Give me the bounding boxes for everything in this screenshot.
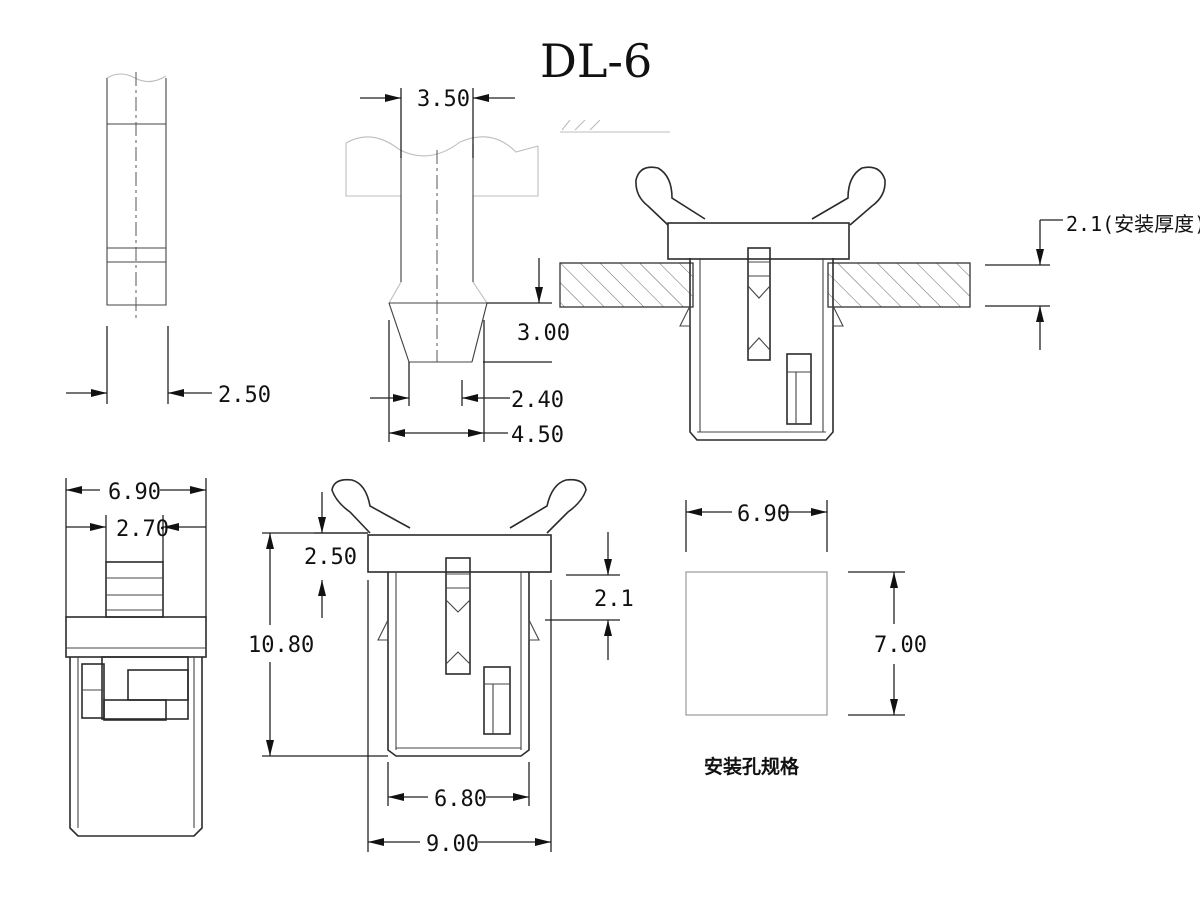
pin-head-width-label: 3.50 (417, 87, 470, 112)
side-width-label: 2.50 (218, 383, 271, 408)
pin-tip-width-label: 2.40 (511, 388, 564, 413)
panel-right (827, 262, 971, 308)
mounting-hole-outline (685, 571, 828, 716)
end-view (65, 561, 207, 837)
panel-left (559, 262, 694, 308)
front-side-gap-label: 2.1 (594, 587, 634, 612)
dim-side-width: 2.50 (66, 326, 271, 408)
dim-front-flange-height: 2.50 (304, 492, 368, 618)
front-height-label: 10.80 (248, 633, 314, 658)
end-inner-width-label: 2.70 (116, 517, 169, 542)
dim-pin-tip-length: 3.00 (483, 258, 570, 363)
dim-pin-head-width: 3.50 (360, 87, 515, 158)
front-view (331, 478, 587, 757)
mounted-view (559, 119, 971, 441)
hole-spec-caption: 安装孔规格 (704, 755, 800, 778)
hole-height-label: 7.00 (874, 633, 927, 658)
dim-front-bottom-width: 6.80 (387, 762, 530, 812)
front-flange-height-label: 2.50 (304, 545, 357, 570)
dim-pin-tip-width: 2.40 (370, 362, 564, 413)
dim-front-total-width: 9.00 (367, 580, 552, 857)
drawing-title: DL-6 (540, 34, 652, 88)
dim-mounting-thickness: 2.1(安装厚度) (985, 212, 1200, 350)
side-view (106, 72, 167, 322)
dim-pin-base-width: 4.50 (388, 320, 564, 448)
end-overall-width-label: 6.90 (108, 480, 161, 505)
pin-view (345, 136, 539, 363)
hole-width-label: 6.90 (737, 502, 790, 527)
pin-base-width-label: 4.50 (511, 423, 564, 448)
dim-front-side-gap: 2.1 (545, 532, 634, 660)
dim-end-overall-width: 6.90 (65, 478, 207, 617)
dim-end-inner-width: 2.70 (66, 515, 206, 562)
dim-hole-width: 6.90 (685, 500, 828, 552)
front-bottom-width-label: 6.80 (434, 787, 487, 812)
dim-front-height: 10.80 (248, 532, 388, 757)
pin-tip-length-label: 3.00 (517, 321, 570, 346)
front-total-width-label: 9.00 (426, 832, 479, 857)
mounting-thickness-label: 2.1(安装厚度) (1066, 212, 1200, 236)
dim-hole-height: 7.00 (848, 571, 927, 716)
